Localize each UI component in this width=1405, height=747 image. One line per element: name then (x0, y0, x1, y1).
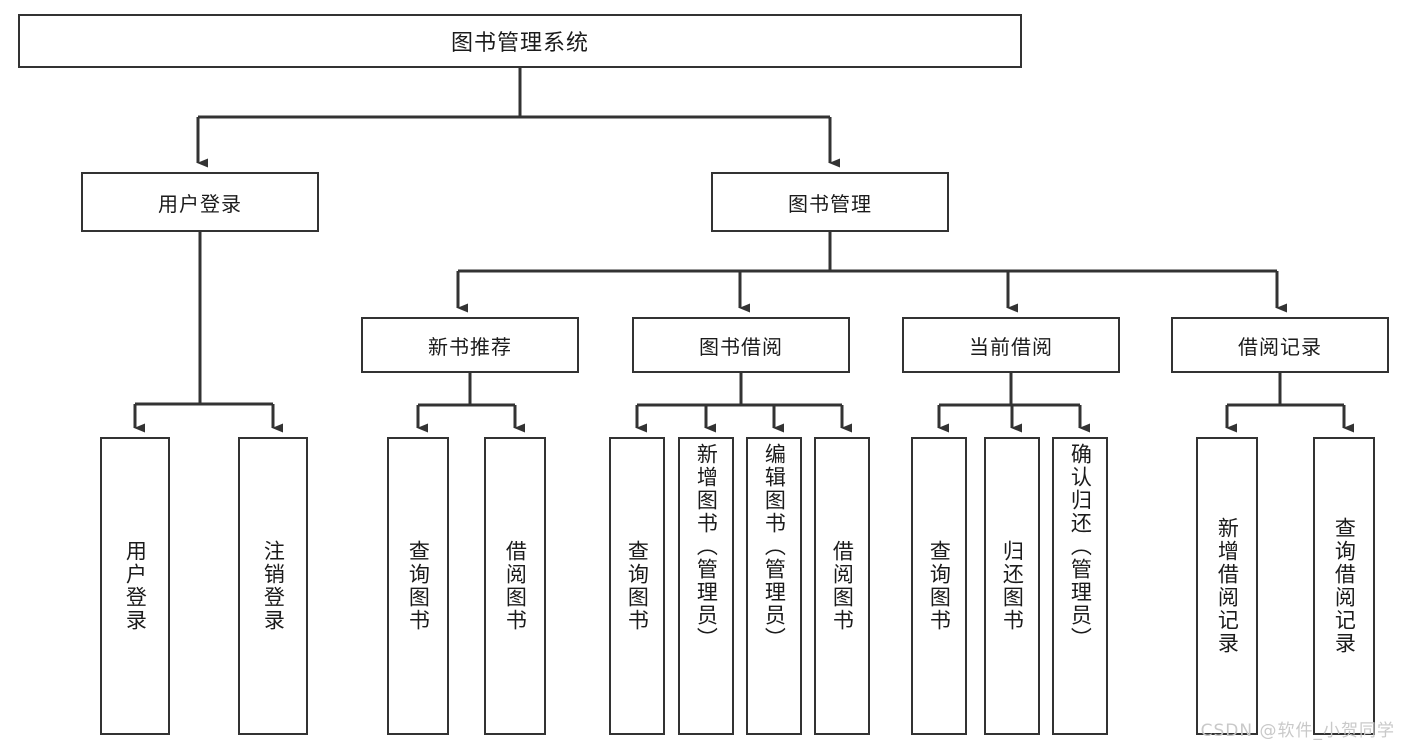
leaf-label: 确认归还（管理员） (1068, 443, 1093, 650)
node-leaf-logout[interactable]: 注销登录 (238, 437, 308, 735)
node-leaf-add-record[interactable]: 新增借阅记录 (1196, 437, 1258, 735)
node-borrow-record-label: 借阅记录 (1238, 334, 1322, 359)
node-current-borrow-label: 当前借阅 (969, 334, 1053, 359)
leaf-label: 查询图书 (406, 540, 431, 632)
leaf-label: 查询图书 (625, 540, 650, 632)
node-leaf-user-login[interactable]: 用户登录 (100, 437, 170, 735)
leaf-label: 新增借阅记录 (1215, 517, 1240, 655)
node-user-login[interactable]: 用户登录 (81, 172, 319, 232)
node-root[interactable]: 图书管理系统 (18, 14, 1022, 68)
node-book-borrow-label: 图书借阅 (699, 334, 783, 359)
node-leaf-query-book-1[interactable]: 查询图书 (387, 437, 449, 735)
node-book-manage-label: 图书管理 (788, 191, 872, 216)
leaf-label: 查询图书 (927, 540, 952, 632)
node-book-borrow[interactable]: 图书借阅 (632, 317, 850, 373)
node-current-borrow[interactable]: 当前借阅 (902, 317, 1120, 373)
node-new-book-rec[interactable]: 新书推荐 (361, 317, 579, 373)
node-leaf-add-book[interactable]: 新增图书（管理员） (678, 437, 734, 735)
leaf-label: 注销登录 (261, 540, 286, 632)
node-borrow-record[interactable]: 借阅记录 (1171, 317, 1389, 373)
node-leaf-borrow-book-2[interactable]: 借阅图书 (814, 437, 870, 735)
leaf-label: 查询借阅记录 (1332, 517, 1357, 655)
leaf-label: 编辑图书（管理员） (762, 443, 787, 650)
leaf-label: 归还图书 (1000, 540, 1025, 632)
csdn-watermark: CSDN @软件_小贺同学 (1200, 721, 1395, 741)
leaf-label: 借阅图书 (503, 540, 528, 632)
node-leaf-confirm-return[interactable]: 确认归还（管理员） (1052, 437, 1108, 735)
node-user-login-label: 用户登录 (158, 191, 242, 216)
leaf-label: 新增图书（管理员） (694, 443, 719, 650)
node-leaf-query-record[interactable]: 查询借阅记录 (1313, 437, 1375, 735)
node-book-manage[interactable]: 图书管理 (711, 172, 949, 232)
node-leaf-edit-book[interactable]: 编辑图书（管理员） (746, 437, 802, 735)
leaf-label: 借阅图书 (830, 540, 855, 632)
node-leaf-borrow-book-1[interactable]: 借阅图书 (484, 437, 546, 735)
node-root-label: 图书管理系统 (450, 31, 589, 56)
node-leaf-return-book[interactable]: 归还图书 (984, 437, 1040, 735)
leaf-label: 用户登录 (123, 540, 148, 632)
node-new-book-rec-label: 新书推荐 (428, 334, 512, 359)
node-leaf-query-book-2[interactable]: 查询图书 (609, 437, 665, 735)
node-leaf-query-book-3[interactable]: 查询图书 (911, 437, 967, 735)
